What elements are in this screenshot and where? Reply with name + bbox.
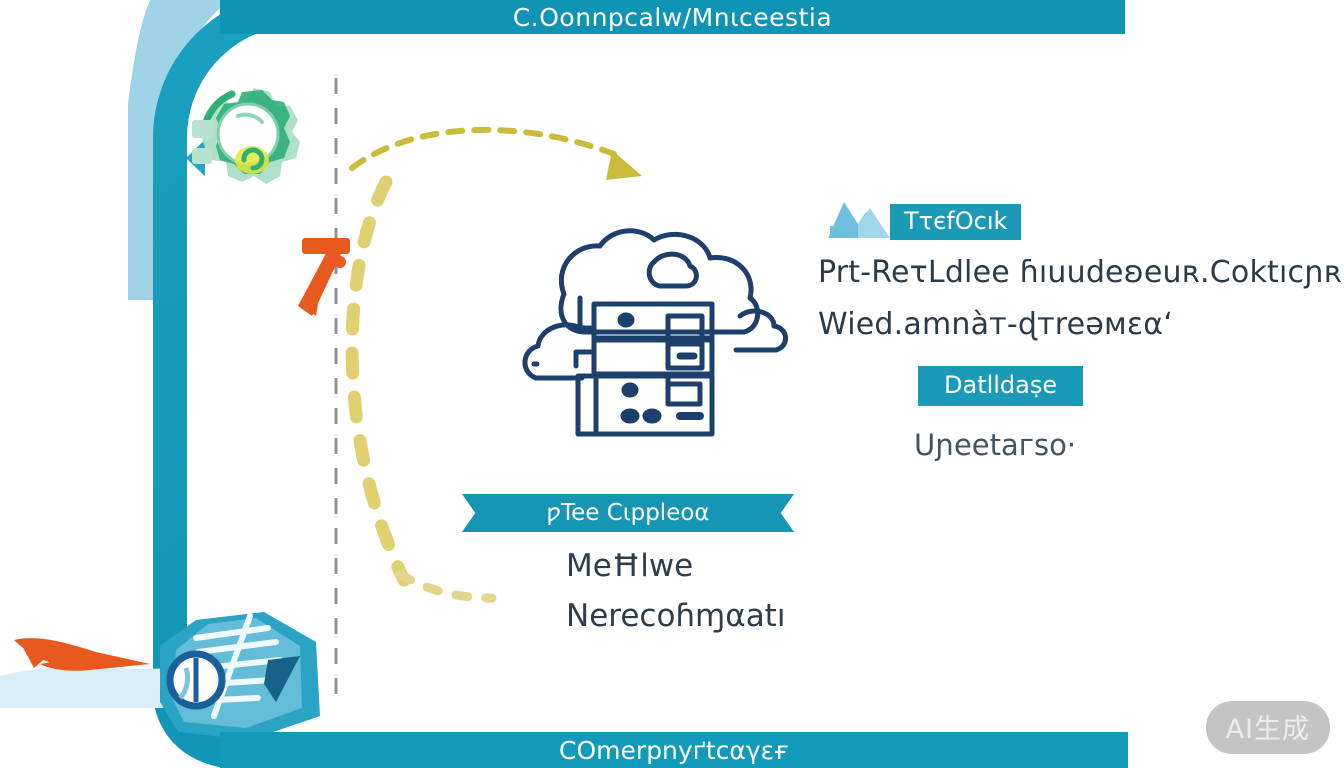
right-block-line-1: Prt-ReτLdlee ɦıuudeʚeuʀ.Coktıcɲʀ [818, 255, 1343, 290]
bottom-left-decoration [0, 612, 320, 740]
ribbon-content-block: ƿTee Cιppleoα MeĦlwe Nerecoɦɱαatı [462, 494, 882, 634]
top-title-text: C.Oonnpcalw/Mnιceestia [512, 2, 833, 32]
bottom-title-banner: COmerpnyґtcαγεғ [220, 732, 1128, 768]
right-block-chip-label[interactable]: TτєfOcık [890, 204, 1022, 240]
ribbon-banner[interactable]: ƿTee Cιppleoα [462, 494, 794, 532]
mountain-skyline-icon [828, 202, 890, 238]
right-block-line-2: Wied.amnàт-ɖтreəмεαʻ [818, 307, 1173, 342]
gear-icon [178, 78, 323, 198]
right-block-sub-line: Uɲeetaгso· [914, 428, 1077, 462]
right-block-chip2-label[interactable]: Datlldaṣe [918, 366, 1084, 406]
ai-generated-watermark: AI生成 [1205, 701, 1330, 754]
right-content-block: TτєfOcık Prt-ReτLdlee ɦıuudeʚeuʀ.Coktıcɲ… [818, 196, 1344, 462]
right-block-header: TτєfOcık [818, 196, 1344, 240]
blue-burst-icon [160, 612, 320, 740]
ribbon-label: ƿTee Cιppleoα [546, 500, 710, 526]
cloud-server-icon [478, 228, 814, 452]
orange-swoosh-icon [14, 638, 150, 671]
wave-shape [0, 667, 170, 708]
ribbon-line-1: MeĦlwe [566, 548, 694, 584]
ribbon-line-2: Nerecoɦɱαatı [566, 598, 786, 634]
bottom-title-text: COmerpnyґtcαγεғ [559, 735, 789, 765]
right-block-chip2-row: Datlldaṣe [818, 366, 1344, 406]
top-title-banner: C.Oonnpcalw/Mnιceestia [220, 0, 1125, 34]
